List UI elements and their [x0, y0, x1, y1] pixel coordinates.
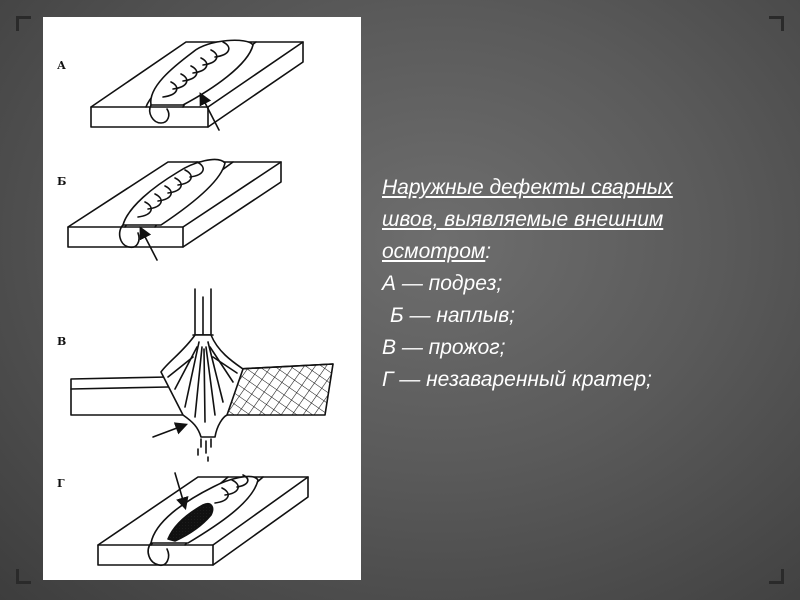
caption-title-line-1: Наружные дефекты сварных — [382, 176, 673, 199]
caption-item-g: Г — незаваренный кратер; — [382, 368, 652, 391]
corner-bracket-bottom-right — [769, 569, 784, 584]
caption-title-line-2: швов, выявляемые внешним — [382, 208, 664, 231]
weld-defects-figure: А Б — [43, 17, 361, 580]
plate-b — [67, 158, 282, 261]
corner-bracket-top-right — [769, 16, 784, 31]
caption-title-colon: : — [485, 240, 492, 263]
plate-g — [97, 472, 309, 567]
caption-item-b: Б — наплыв; — [390, 304, 515, 327]
plate-a — [90, 39, 304, 131]
caption-item-a: А — подрез; — [382, 272, 503, 295]
label-a: А — [57, 59, 66, 72]
caption-title-line-3: осмотром — [382, 240, 486, 263]
label-v: В — [57, 335, 66, 348]
label-b: Б — [57, 175, 66, 188]
label-g: Г — [57, 477, 65, 490]
section-v — [70, 288, 334, 462]
corner-bracket-bottom-left — [16, 569, 31, 584]
weld-defects-drawing: А Б — [57, 39, 334, 567]
defects-caption: Наружные дефекты сварных швов, выявляемы… — [382, 172, 782, 396]
caption-item-v: В — прожог; — [382, 336, 506, 359]
corner-bracket-top-left — [16, 16, 31, 31]
